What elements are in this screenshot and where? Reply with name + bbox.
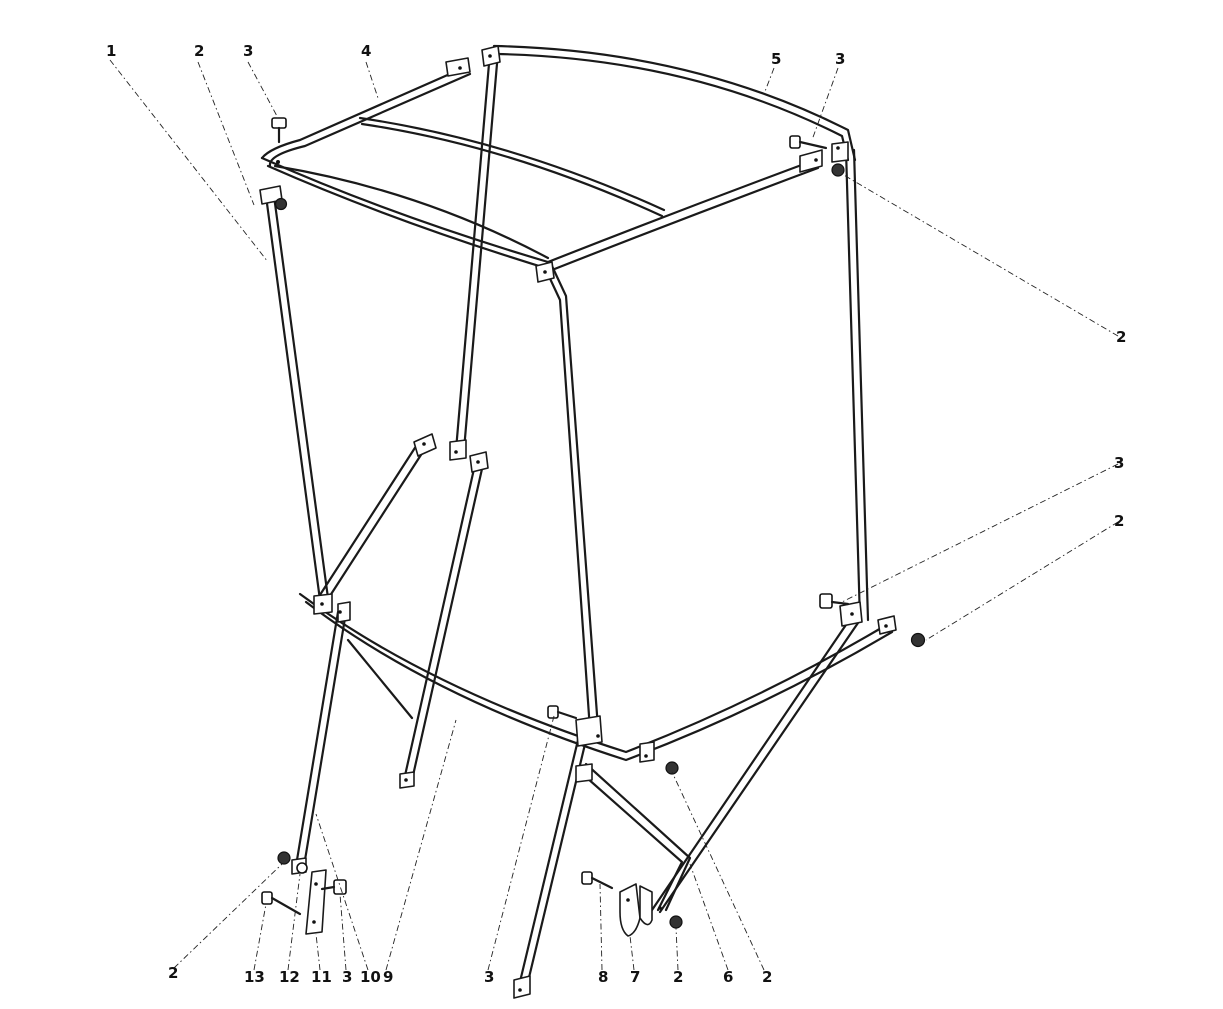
front-right-leg [516,738,580,992]
upright-center-back [454,50,492,452]
callout-4: 4 [361,42,371,60]
mounting-plates [259,45,897,999]
bolt-top-left [271,117,287,144]
upright-center-front [544,268,592,732]
top-back-arc-bar [492,44,857,162]
lower-diagonal-left [316,438,422,600]
callout-7: 7 [630,968,640,986]
callout-3-top-right: 3 [835,50,845,68]
callout-10: 10 [360,968,381,986]
callout-labels: 1 2 3 4 5 3 2 3 2 2 13 12 11 3 10 9 3 8 … [106,42,1126,986]
nut-bottom-left [277,851,291,865]
callout-2-right-lower: 2 [1114,512,1124,530]
callout-2-top-left: 2 [194,42,204,60]
washer-12 [296,862,308,874]
bottom-curved-bar [298,592,890,754]
nut-top-right [831,163,845,177]
callout-9: 9 [383,968,393,986]
left-leg [294,610,340,868]
upright-left [264,194,322,602]
bolt-8 [581,871,614,890]
bolt-right [819,593,850,609]
callout-13: 13 [244,968,265,986]
callout-3-top-left: 3 [243,42,253,60]
callout-2-bottom-left: 2 [168,964,178,982]
u-clamp-bracket [619,883,641,937]
nut-bracket [669,915,683,929]
nut-top-left [274,197,288,211]
leader-lines [109,59,1119,971]
top-left-loop-bar [260,64,470,160]
bolt-top-right [789,135,828,150]
callout-8: 8 [598,968,608,986]
callout-3-bottom-center: 3 [484,968,494,986]
callout-2-right-upper: 2 [1116,328,1126,346]
right-long-diagonal [650,614,854,912]
frame-assembly [260,44,894,992]
bolt-front-center [547,705,578,720]
splice-plate [305,869,327,935]
nut-front-center [665,761,679,775]
callout-1: 1 [106,42,116,60]
upright-right [844,148,862,622]
callout-2-bottom-right: 2 [762,968,772,986]
callout-12: 12 [279,968,300,986]
callout-5: 5 [771,50,781,68]
callout-3-bottom-left: 3 [342,968,352,986]
mounting-holes [276,54,888,992]
nut-right [910,632,926,648]
lower-middle-strut [402,458,478,782]
callout-3-right: 3 [1114,454,1124,472]
callout-2-bottom-center: 2 [673,968,683,986]
right-diagonal-brace [576,768,684,912]
fasteners [261,117,926,929]
top-front-curved-bar [260,156,817,264]
callout-6: 6 [723,968,733,986]
callout-11: 11 [311,968,332,986]
bolt-13 [261,891,302,916]
top-cross-bar [358,116,666,212]
bolt-3-bottom [320,879,347,895]
